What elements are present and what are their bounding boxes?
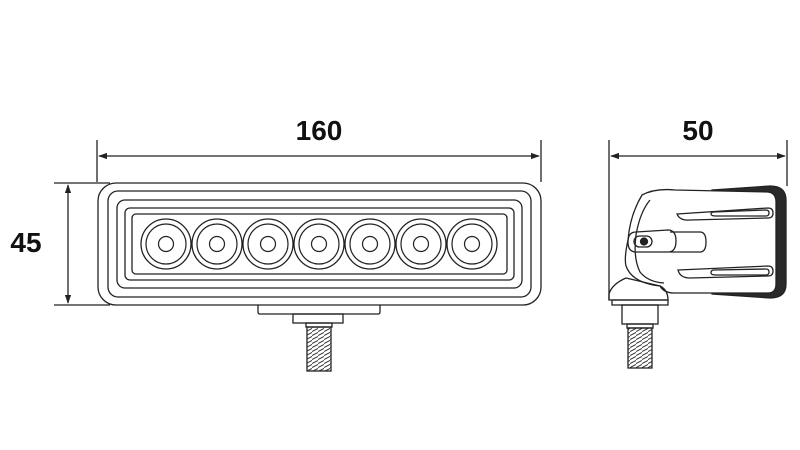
side-threaded-bolt <box>627 327 653 369</box>
depth-dimension: 50 <box>608 115 788 300</box>
mount-base <box>257 305 381 315</box>
led-lens <box>293 218 345 270</box>
fin-top <box>676 207 774 221</box>
led-lens <box>395 218 447 270</box>
width-label: 160 <box>296 115 343 146</box>
height-label: 45 <box>10 227 41 258</box>
reflector-strip <box>131 213 508 275</box>
led-array <box>140 218 498 270</box>
lens-inner <box>124 207 515 281</box>
led-lens <box>140 218 192 270</box>
height-dimension: 45 <box>10 182 110 306</box>
mount-nut <box>292 313 344 324</box>
led-lens <box>242 218 294 270</box>
mount-slot <box>627 229 677 253</box>
width-dimension: 160 <box>96 115 542 182</box>
led-lens <box>191 218 243 270</box>
fin-bottom <box>677 265 774 279</box>
depth-label: 50 <box>682 115 713 146</box>
side-mount-nut <box>621 304 659 325</box>
fin-middle <box>670 231 707 253</box>
side-mount-base <box>611 299 669 306</box>
front-view: 160 45 <box>10 115 542 372</box>
fin-bottom-slot <box>710 268 770 276</box>
fin-top-slot <box>710 209 770 217</box>
housing-rim <box>107 190 532 298</box>
led-lens <box>446 218 498 270</box>
side-body-contour <box>634 199 665 284</box>
housing-outer <box>97 182 542 306</box>
mount-slot-pin <box>639 237 649 246</box>
threaded-bolt <box>306 326 332 372</box>
led-lens <box>344 218 396 270</box>
side-view: 50 <box>608 115 788 369</box>
side-foot <box>608 277 669 301</box>
lens-frame <box>116 199 523 289</box>
mount-slot-inner <box>633 235 653 248</box>
